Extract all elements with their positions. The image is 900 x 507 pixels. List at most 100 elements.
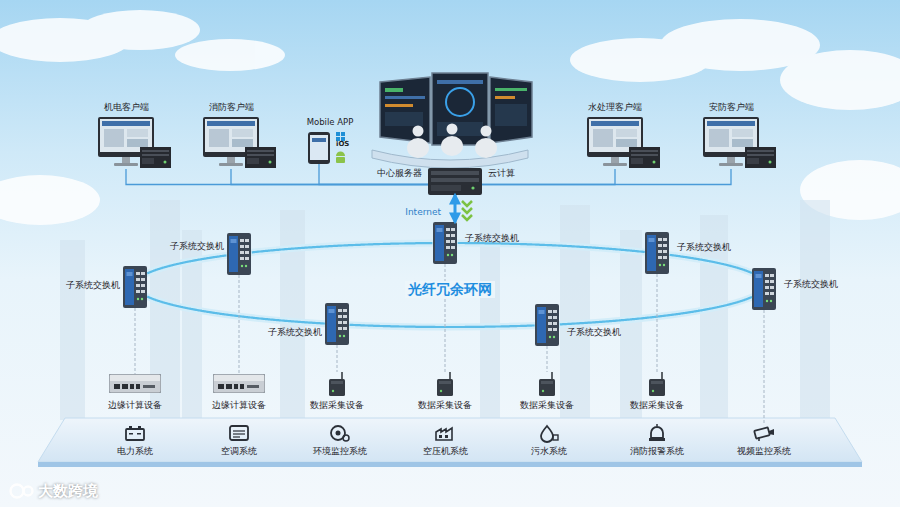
watermark: 大数跨境 xyxy=(38,482,98,500)
fiber-ring-segment xyxy=(670,255,752,273)
fiber-ring-segment xyxy=(458,243,645,252)
cloud xyxy=(780,50,900,110)
windows-icon xyxy=(336,132,345,141)
system-icon xyxy=(758,437,760,441)
download-arrow xyxy=(462,201,472,220)
control-center xyxy=(441,136,463,156)
subsystem-icon: 空调系统 xyxy=(228,424,250,442)
city-silhouette xyxy=(800,200,830,420)
control-center xyxy=(437,80,483,84)
cloud xyxy=(0,10,900,225)
mobile-phone xyxy=(308,132,330,164)
android-icon xyxy=(336,152,345,164)
control-center xyxy=(475,138,497,158)
fiber-ring-segment xyxy=(560,297,752,324)
control-center xyxy=(372,73,532,168)
control-center xyxy=(495,88,527,91)
data-device-box xyxy=(649,372,665,396)
control-center xyxy=(437,122,483,136)
android-icon xyxy=(336,152,345,157)
switch-device xyxy=(535,304,559,346)
control-center xyxy=(380,77,430,143)
node-label: 子系统交换机 xyxy=(465,233,519,244)
mobile-phone xyxy=(308,132,330,164)
node-label: 污水系统 xyxy=(531,446,567,457)
bus-line xyxy=(126,169,428,185)
control-center xyxy=(385,104,413,107)
fiber-ring-segment xyxy=(147,297,325,324)
city-silhouette xyxy=(480,220,500,420)
bus-line xyxy=(231,169,428,185)
subsystem-switch: 子系统交换机 xyxy=(227,233,251,275)
system-icon xyxy=(230,426,248,440)
device-link xyxy=(657,274,658,372)
subsystem-icon: 电力系统 xyxy=(124,424,146,442)
control-center xyxy=(413,126,424,137)
system-icon xyxy=(233,430,245,431)
client-monitor xyxy=(703,117,776,168)
node-label: 空压机系统 xyxy=(423,446,468,457)
fiber-ring-segment xyxy=(147,255,226,273)
client-terminal: 消防客户端 xyxy=(203,117,277,169)
node-label: 数据采集设备 xyxy=(520,400,574,411)
system-icon xyxy=(649,438,665,441)
device-link xyxy=(135,308,136,374)
client-monitor xyxy=(98,117,776,168)
control-center xyxy=(432,73,488,145)
device-link xyxy=(239,275,240,374)
switch-device xyxy=(433,222,457,264)
system-icon xyxy=(233,433,245,434)
system-icon xyxy=(754,427,770,438)
fiber-ring-segment xyxy=(350,325,535,327)
control-center xyxy=(446,88,474,116)
edge-computing-device: 边缘计算设备 xyxy=(213,374,265,393)
watermark-logo xyxy=(24,487,33,496)
node-label: 中心服务器 xyxy=(377,168,422,179)
device-link xyxy=(547,346,548,372)
subsystem-icon: 视频监控系统 xyxy=(753,424,775,442)
mobile-phone xyxy=(312,138,326,142)
data-device-box xyxy=(329,372,345,396)
control-center xyxy=(385,96,425,99)
system-icon xyxy=(138,426,141,429)
system-icon xyxy=(649,424,665,441)
node-label: 边缘计算设备 xyxy=(108,400,162,411)
windows-icon xyxy=(336,132,340,136)
system-icon xyxy=(651,427,663,438)
system-icon xyxy=(754,427,774,441)
download-arrow xyxy=(462,208,472,213)
city-silhouette xyxy=(620,230,642,420)
system-icon xyxy=(129,433,133,435)
subsystem-icon: 污水系统 xyxy=(538,424,560,442)
data-device-box xyxy=(539,372,555,396)
device-link xyxy=(764,310,765,424)
data-acquisition-device: 数据采集设备 xyxy=(538,372,556,396)
system-icon xyxy=(230,426,248,440)
switch-device xyxy=(123,266,147,308)
subsystem-switch: 子系统交换机 xyxy=(645,232,669,274)
switch-device xyxy=(227,233,251,275)
control-center xyxy=(385,112,423,126)
download-arrow xyxy=(462,201,472,206)
subsystem-icon: 环境监控系统 xyxy=(329,424,351,442)
node-label: 电力系统 xyxy=(117,446,153,457)
central-server-box xyxy=(431,185,461,191)
system-icon xyxy=(233,436,240,437)
node-label: 子系统交换机 xyxy=(567,327,621,338)
system-icon xyxy=(769,429,774,435)
node-label: 安防客户端 xyxy=(709,102,754,113)
central-server: 中心服务器云计算 xyxy=(428,168,482,195)
data-device-box xyxy=(329,372,665,396)
edge-label: Internet xyxy=(405,207,441,218)
data-device-box xyxy=(437,372,453,396)
node-label: 子系统交换机 xyxy=(170,241,224,252)
city-silhouette xyxy=(280,210,305,420)
cloud xyxy=(80,10,200,50)
cloud xyxy=(0,175,100,225)
fiber-ring-segment xyxy=(252,243,433,252)
node-label: 视频监控系统 xyxy=(737,446,791,457)
client-monitor xyxy=(98,117,171,168)
control-center xyxy=(495,96,515,99)
